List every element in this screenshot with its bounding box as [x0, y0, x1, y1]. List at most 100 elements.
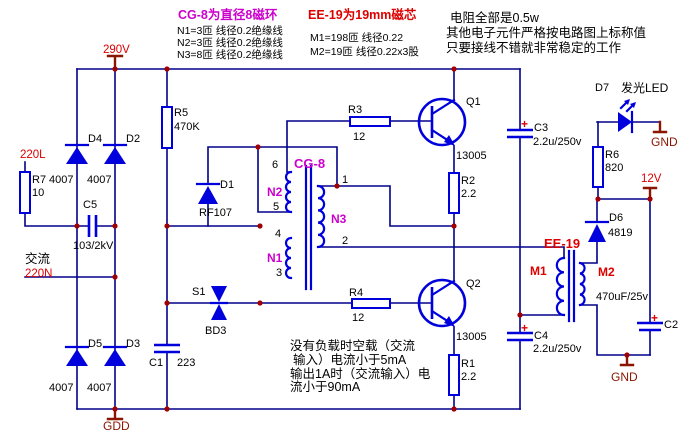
label-d2-value: 4007: [87, 174, 111, 186]
label-m1: M1: [530, 264, 547, 278]
pin-6: 6: [272, 159, 278, 171]
load-note-2: 输入）电流小于5mA: [293, 352, 407, 367]
label-c3-value: 2.2u/250v: [533, 136, 582, 148]
cg8-title: CG-8为直径8磁环: [178, 7, 278, 22]
label-c1-value: 223: [177, 357, 195, 369]
label-r7: R7: [32, 174, 46, 186]
label-r2-value: 2.2: [461, 188, 476, 200]
resistor-r3: [349, 116, 391, 127]
resistor-r6: [592, 146, 604, 188]
label-r1-value: 2.2: [461, 371, 476, 383]
label-d6: D6: [609, 212, 623, 224]
label-d6-value: 4819: [608, 227, 632, 239]
label-d5-value: 4007: [49, 382, 73, 394]
label-d3: D3: [126, 338, 140, 350]
ee19-note-1: M1=198匝 线径0.22: [310, 31, 403, 44]
diode-d4: [64, 143, 90, 164]
junction-dots: [74, 66, 653, 412]
net-220n: 220N: [25, 268, 53, 280]
net-ac: 交流: [25, 251, 51, 266]
label-r3-value: 12: [353, 131, 365, 143]
label-n2: N2: [267, 185, 283, 199]
led-d7: [618, 99, 636, 134]
label-q1-value: 13005: [456, 150, 487, 162]
label-d5: D5: [88, 338, 102, 350]
label-s1: S1: [192, 286, 205, 298]
label-c2: C2: [664, 319, 678, 331]
pin-1: 1: [342, 174, 348, 186]
label-c4-plus: +: [521, 321, 528, 335]
pin-5: 5: [273, 201, 279, 213]
label-c4-value: 2.2u/250v: [533, 343, 582, 355]
label-r2: R2: [461, 175, 475, 187]
label-d1-value: RF107: [199, 207, 232, 219]
label-r4-value: 12: [352, 312, 364, 324]
label-ee19: EE-19: [544, 236, 580, 251]
ee19-note-2: M2=19匝 线径0.22x3股: [310, 45, 419, 58]
label-d2: D2: [126, 133, 140, 145]
diode-d1: [195, 182, 221, 204]
capacitor-c4: [507, 331, 533, 342]
label-r6: R6: [605, 149, 619, 161]
cg8-note-3: N3=8匝 线径0.2绝缘线: [177, 48, 283, 61]
label-d3-value: 4007: [87, 382, 111, 394]
net-12v: 12V: [641, 173, 662, 185]
transistor-q1: [417, 97, 467, 147]
net-gdd: GDD: [103, 419, 130, 433]
net-290v: 290V: [103, 44, 130, 56]
wire-layer: [24, 68, 661, 410]
right-note-3: 只要接线不错就非常稳定的工作: [446, 40, 622, 55]
label-c2-plus: +: [651, 311, 658, 325]
pin-3: 3: [276, 267, 282, 279]
capacitor-c5: [87, 215, 98, 237]
label-n1: N1: [267, 251, 283, 265]
capacitor-c1: [154, 343, 180, 354]
load-note-3: 输出1A时（交流输入）电: [290, 366, 431, 381]
capacitor-c3: [507, 128, 533, 139]
resistor-r5: [161, 106, 173, 149]
net-gnd-out: GND: [611, 370, 638, 384]
resistor-r4: [351, 298, 391, 309]
right-note-2: 其他电子元件严格按电路图上标称值: [446, 25, 646, 40]
label-c5-value: 103/2kV: [73, 240, 114, 252]
diode-d2: [102, 143, 128, 164]
transistor-q2: [417, 278, 467, 328]
label-q1: Q1: [466, 96, 481, 108]
net-gnd-led: GND: [651, 135, 678, 149]
load-note-1: 没有负载时空载（交流: [290, 338, 416, 353]
label-c5: C5: [83, 199, 97, 211]
label-s1-value: BD3: [205, 325, 226, 337]
diac-s1: [209, 286, 229, 320]
transformer-ee19: [555, 249, 586, 323]
label-r3: R3: [348, 104, 362, 116]
capacitor-c2: [637, 321, 663, 332]
label-d4-value: 4007: [49, 174, 73, 186]
label-c4: C4: [534, 330, 548, 342]
label-r5: R5: [174, 107, 188, 119]
diode-d5: [64, 345, 90, 366]
label-r4: R4: [349, 287, 363, 299]
label-r6-value: 820: [605, 162, 623, 174]
label-c3: C3: [534, 122, 548, 134]
label-c1: C1: [149, 357, 163, 369]
label-r1: R1: [461, 358, 475, 370]
terminal-gnd-led: [652, 120, 668, 134]
resistor-r1: [448, 354, 460, 396]
pin-4: 4: [275, 228, 281, 240]
label-d1: D1: [220, 179, 234, 191]
right-note-1: 电阻全部是0.5w: [450, 10, 540, 25]
net-220l: 220L: [20, 149, 46, 161]
diode-d3: [102, 345, 128, 366]
pin-2: 2: [342, 235, 348, 247]
label-n3: N3: [331, 212, 347, 226]
label-c2-value: 470uF/25v: [596, 291, 648, 303]
label-d7-name: 发光LED: [621, 80, 669, 95]
label-r7-value: 10: [32, 187, 44, 199]
cg8-note-1: N1=3匝 线径0.2绝缘线: [177, 24, 283, 37]
label-q2-value: 13005: [456, 331, 487, 343]
resistor-r2: [448, 172, 460, 214]
label-q2: Q2: [466, 278, 481, 290]
label-m2: M2: [598, 265, 615, 279]
